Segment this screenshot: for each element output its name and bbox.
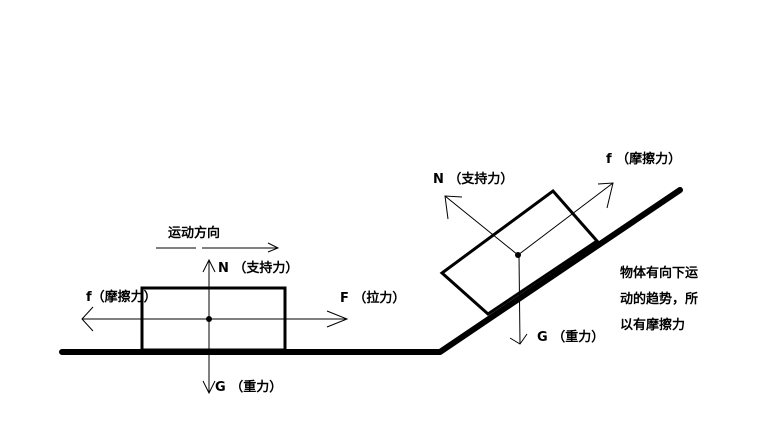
flat-friction-arrowhead [81,306,94,332]
motion-arrowhead [267,242,280,253]
incline-friction-arrowhead [597,182,614,209]
incline-block-group: N （支持力） f （摩擦力） G （重力） 物体有向下运 动的趋势，所 以有摩… [433,151,698,345]
incline-normal-label: N （支持力） [433,171,513,187]
flat-gravity-arrowhead [202,380,216,395]
incline-gravity-arrowhead [509,333,528,345]
flat-pull-label: F （拉力） [340,290,405,306]
motion-direction-label: 运动方向 [168,225,220,241]
note-line-2: 动的趋势，所 [620,291,698,307]
ground-and-incline [59,187,683,355]
incline-friction-line [517,182,614,256]
incline-gravity-line [518,254,521,345]
note-line-1: 物体有向下运 [620,265,698,281]
note-line-3: 以有摩擦力 [620,317,685,333]
flat-normal-label: N （支持力） [218,260,298,276]
incline-gravity-label: G （重力） [537,329,604,345]
incline-normal-line [444,195,519,256]
flat-gravity-label: G （重力） [215,379,282,395]
flat-pull-arrowhead [326,310,349,328]
flat-block-group: 运动方向 N （支持力） f（摩擦力） F （拉力） G （重力） [81,225,405,395]
incline-block [439,188,600,316]
flat-friction-label: f（摩擦力） [86,289,157,305]
incline-friction-label: f （摩擦力） [606,151,681,167]
flat-normal-arrowhead [202,258,216,273]
incline-normal-arrowhead [444,195,463,220]
